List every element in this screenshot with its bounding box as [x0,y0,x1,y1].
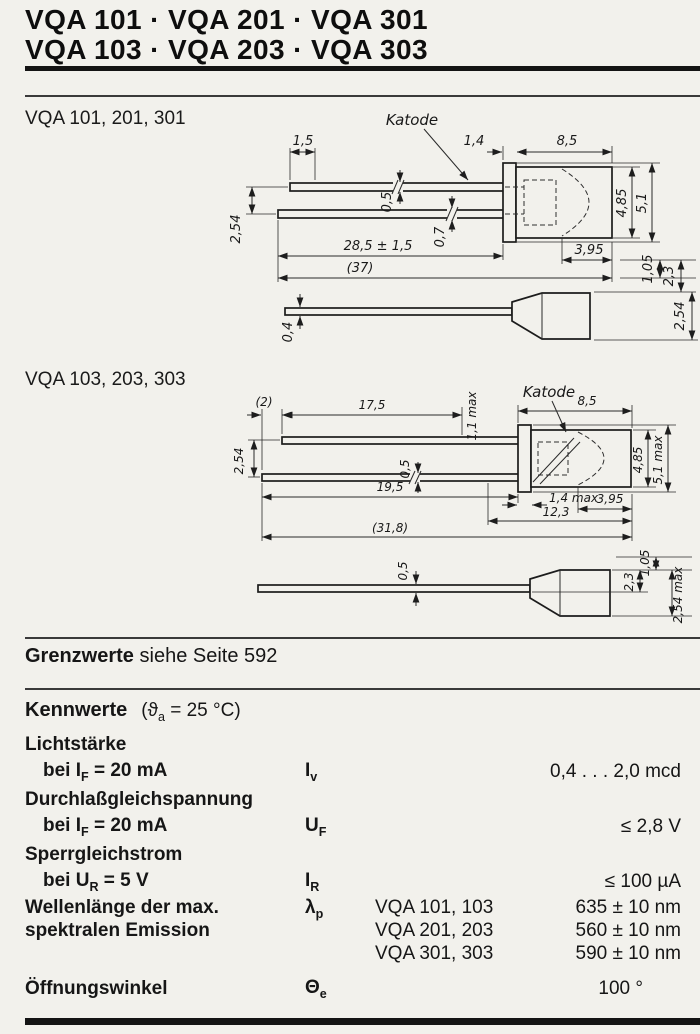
variant-row: VQA 101, 103 635 ± 10 nm [375,896,681,919]
table-row: Lichtstärke [25,731,681,759]
table-row: bei IF = 20 mA Iv 0,4 . . . 2,0 mcd [25,759,681,787]
figure-label-vqa103: VQA 103, 203, 303 [25,369,186,390]
led-front-view [257,569,611,617]
dim-label: 1,05 [641,255,656,284]
grenzwerte-note: Grenzwerte siehe Seite 592 [25,645,277,668]
dim-label: 3,95 [575,243,604,258]
grenzwerte-word: Grenzwerte [25,645,134,667]
drawing-vqa101-outline: 1,5 Katode 1,4 8,5 4,85 5,1 [229,111,698,342]
dim-label: 2,54 [232,448,246,475]
condition-label: bei IF = 20 mA [43,760,168,785]
dimension-lines: 1,5 Katode 1,4 8,5 4,85 5,1 [229,111,698,342]
variant-row: VQA 201, 203 560 ± 10 nm [375,919,681,942]
dim-label: 1,05 [638,550,652,577]
variant-name: VQA 201, 203 [375,920,494,941]
dim-label: (31,8) [372,521,408,535]
dim-label: (2) [256,395,273,409]
figure-label-vqa101: VQA 101, 201, 301 [25,108,186,129]
title-rule-thick [25,66,700,71]
page-title: VQA 101 · VQA 201 · VQA 301 VQA 103 · VQ… [25,5,428,65]
variant-name: VQA 301, 303 [375,943,494,964]
dim-label: 0,7 [433,226,448,247]
katode-label: Katode [523,385,575,401]
led-front-view [284,292,591,340]
symbol: Θe [305,976,327,1001]
dim-label: 12,3 [543,505,570,519]
symbol: λp [305,897,324,921]
title-rule-thin [25,95,700,97]
variant-name: VQA 101, 103 [375,897,494,918]
property-label: Durchlaßgleichspannung [25,788,254,810]
dim-label: 28,5 ± 1,5 [344,239,413,254]
value: 0,4 . . . 2,0 mcd [550,761,681,783]
led-side-view [261,424,632,493]
dim-label: 19,5 [377,480,404,494]
section-rule-grenzwerte [25,637,700,639]
dimension-lines: Katode (2) 17,5 1,1 max 8,5 2,54 [232,385,692,623]
dim-label: 1,5 [293,134,314,149]
variant-value: 635 ± 10 nm [575,897,682,918]
dim-label: 5,1 max [651,435,665,485]
property-label: Wellenlänge der max. spektralen Emission [25,897,219,941]
section-rule-kennwerte [25,688,700,690]
bottom-rule-thick [25,1018,700,1025]
variant-row: VQA 301, 303 590 ± 10 nm [375,942,681,965]
variant-list: VQA 101, 103 635 ± 10 nm VQA 201, 203 56… [375,896,681,965]
dim-label: 0,5 [380,192,395,213]
dim-label: 0,5 [396,561,410,580]
dim-label: 1,1 max [465,391,479,441]
table-row: bei IF = 20 mA UF ≤ 2,8 V [25,814,681,842]
ambient-condition: (ϑa = 25 °C) [141,700,241,724]
property-label: Öffnungswinkel [25,977,168,999]
dim-label: 0,5 [398,459,412,478]
symbol: Iv [305,760,318,785]
dim-label: 2,54 max [671,566,685,624]
katode-label: Katode [386,111,438,129]
dim-label: 4,85 [631,447,645,474]
drawing-vqa103-outline: Katode (2) 17,5 1,1 max 8,5 2,54 [232,385,692,623]
title-line-1: VQA 101 · VQA 201 · VQA 301 [25,4,428,35]
dim-label: 17,5 [359,398,386,412]
dim-label: 8,5 [557,134,578,149]
dim-label: 8,5 [577,394,596,408]
dim-label: 3,95 [597,492,624,506]
grenzwerte-reference: siehe Seite 592 [139,645,278,667]
table-row-wavelength: Wellenlänge der max. spektralen Emission… [25,896,681,965]
condition-label: bei IF = 20 mA [43,815,168,840]
dim-label: 2,3 [662,266,677,287]
value: 100 ° [598,977,643,999]
title-line-2: VQA 103 · VQA 203 · VQA 303 [25,34,428,65]
kennwerte-word: Kennwerte [25,699,128,721]
condition-label: bei UR = 5 V [43,870,149,895]
property-label: Lichtstärke [25,733,127,755]
variant-value: 560 ± 10 nm [575,920,682,941]
kennwerte-table: Lichtstärke bei IF = 20 mA Iv 0,4 . . . … [25,731,681,1003]
dim-label: 1,4 max [549,491,599,505]
dim-label: 0,4 [281,322,296,343]
dim-label: 2,54 [673,302,688,331]
dim-label: 1,4 [464,134,485,149]
value: ≤ 2,8 V [620,816,681,838]
dim-label: 2,54 [229,215,244,244]
table-row: Öffnungswinkel Θe 100 ° [25,975,681,1003]
led-side-view [277,162,613,243]
value: ≤ 100 µA [604,871,681,893]
dim-label: 4,85 [615,189,630,218]
table-row: Sperrgleichstrom [25,841,681,869]
dim-label: 2,3 [622,572,636,591]
symbol: UF [305,815,327,840]
table-row: Durchlaßgleichspannung [25,786,681,814]
property-label: Sperrgleichstrom [25,843,183,865]
symbol: IR [305,870,320,895]
variant-value: 590 ± 10 nm [575,943,682,964]
dim-label: 5,1 [635,193,650,214]
kennwerte-heading: Kennwerte (ϑa = 25 °C) [25,699,241,724]
table-row: bei UR = 5 V IR ≤ 100 µA [25,869,681,897]
dim-label: (37) [347,261,374,276]
